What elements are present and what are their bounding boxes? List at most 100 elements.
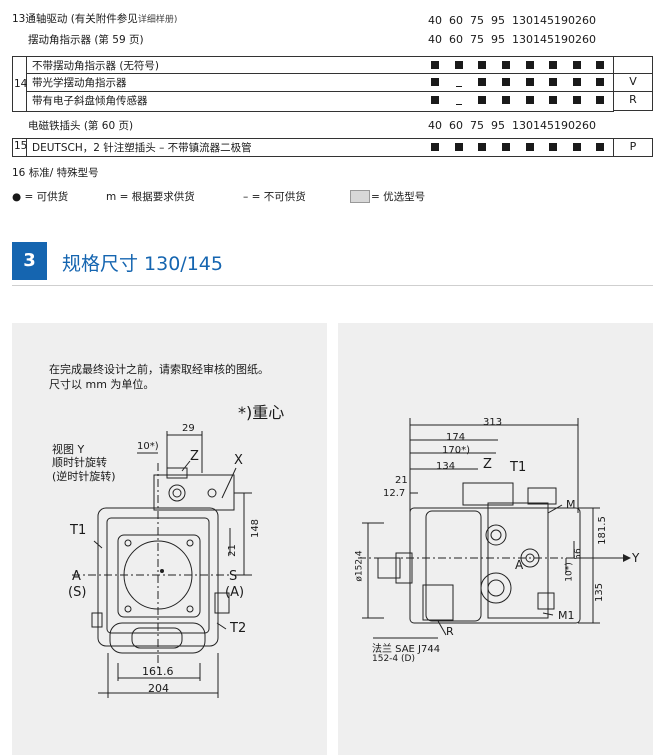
row14-item-electronic: 带有电子斜盘倾角传感器 <box>32 95 148 107</box>
connector-label: 电磁铁插头 (第 60 页) <box>28 120 134 132</box>
dim-204: 204 <box>148 682 169 695</box>
avail-cell <box>526 143 534 151</box>
label-m1: M1 <box>558 609 575 622</box>
avail-cell <box>596 61 604 69</box>
dim-29: 29 <box>182 423 195 434</box>
swash-sizes: 40 60 75 95 130145190260 <box>428 33 596 46</box>
view-y-label: 视图 Y <box>52 443 85 456</box>
avail-cell <box>478 61 486 69</box>
dim-170: 170*) <box>442 445 470 456</box>
avail-cell <box>573 143 581 151</box>
center-of-gravity-label: *)重心 <box>238 403 285 422</box>
side-view-drawing <box>358 418 631 639</box>
row14-number: 14 <box>14 78 28 90</box>
row14-code-none <box>613 56 653 74</box>
legend-preferred: = 优选型号 <box>371 191 426 203</box>
avail-cell <box>478 78 486 86</box>
avail-cell <box>431 61 439 69</box>
avail-cell <box>502 78 510 86</box>
avail-cell <box>455 61 463 69</box>
legend-preferred-swatch <box>350 190 370 203</box>
avail-cell <box>596 78 604 86</box>
dim-135: 135 <box>594 582 606 603</box>
row13-label: 13通轴驱动 (有关附件参见详细样册) <box>12 13 178 25</box>
dim-313: 313 <box>483 417 503 428</box>
avail-cell <box>549 143 557 151</box>
row15-code-p: P <box>613 138 653 157</box>
avail-cell <box>596 143 604 151</box>
label-a-side: A <box>515 558 524 572</box>
row14-item-none: 不带摆动角指示器 (无符号) <box>32 60 160 72</box>
dim-10-side: 10*) <box>564 562 575 582</box>
units-note: 尺寸以 mm 为单位。 <box>49 378 155 391</box>
label-t1-side: T1 <box>510 460 527 475</box>
row13-sizes: 40 60 75 95 130145190260 <box>428 14 596 27</box>
avail-cell <box>431 78 439 86</box>
dim-21: 21 <box>226 544 238 557</box>
avail-cell <box>526 96 534 104</box>
not-avail-dash <box>456 86 462 87</box>
avail-cell <box>431 96 439 104</box>
avail-cell <box>549 78 557 86</box>
label-s: S <box>229 569 238 584</box>
dim-56: 56 <box>573 548 584 560</box>
dim-181-5: 181.5 <box>596 516 608 545</box>
avail-cell <box>596 96 604 104</box>
label-x: X <box>234 453 243 468</box>
avail-cell <box>549 96 557 104</box>
label-y: Y <box>632 551 640 565</box>
label-m: M <box>566 498 576 511</box>
avail-cell <box>478 143 486 151</box>
section-title: 规格尺寸 130/145 <box>62 253 223 275</box>
not-avail-dash <box>456 104 462 105</box>
row15-label: DEUTSCH，2 针注塑插头 – 不带镇流器二极管 <box>32 142 252 154</box>
avail-cell <box>478 96 486 104</box>
section-number: 3 <box>12 242 47 280</box>
row15-number: 15 <box>14 140 28 152</box>
avail-cell <box>573 78 581 86</box>
dim-21-side: 21 <box>395 475 408 486</box>
flange-label-2: 152-4 (D) <box>372 654 415 664</box>
avail-cell <box>549 61 557 69</box>
row14-code-v: V <box>613 73 653 92</box>
label-s-alt: (S) <box>68 585 87 600</box>
avail-cell <box>502 143 510 151</box>
avail-cell <box>431 143 439 151</box>
right-drawing-panel: 313 174 170*) 134 Z T1 21 12.7 M 181.5 5… <box>338 323 653 755</box>
row14-code-r: R <box>613 91 653 111</box>
cog-marker <box>160 569 164 573</box>
approval-note: 在完成最终设计之前，请索取经审核的图纸。 <box>49 363 269 376</box>
dim-10: 10*) <box>137 441 159 452</box>
avail-cell <box>526 61 534 69</box>
dim-161-6: 161.6 <box>142 665 174 678</box>
dim-12-7: 12.7 <box>383 488 406 499</box>
swash-indicator-label: 摆动角指示器 (第 59 页) <box>28 34 144 46</box>
counterclockwise-label: (逆时针旋转) <box>52 470 116 483</box>
legend-not-available: – = 不可供货 <box>243 191 306 203</box>
label-z-side: Z <box>483 457 492 472</box>
dim-174: 174 <box>446 432 466 443</box>
legend-on-request: m = 根据要求供货 <box>106 191 195 203</box>
avail-cell <box>573 96 581 104</box>
avail-cell <box>573 61 581 69</box>
dim-134: 134 <box>436 461 456 472</box>
left-drawing-panel: 在完成最终设计之前，请索取经审核的图纸。 尺寸以 mm 为单位。 *)重心 视图… <box>12 323 327 755</box>
avail-cell <box>502 96 510 104</box>
section-divider <box>12 285 653 286</box>
legend-available: ● = 可供货 <box>12 191 69 203</box>
dim-148: 148 <box>250 518 262 539</box>
avail-cell <box>502 61 510 69</box>
label-t1: T1 <box>70 523 87 538</box>
front-view-drawing <box>72 431 252 698</box>
row16-label: 16 标准/ 特殊型号 <box>12 167 99 179</box>
dim-flange-diameter: ø152.4 <box>354 550 365 582</box>
flange-label-1: 法兰 SAE J744 <box>372 644 441 655</box>
label-a-alt: (A) <box>225 585 245 600</box>
clockwise-label: 顺时针旋转 <box>52 456 107 469</box>
label-r: R <box>446 625 454 638</box>
connector-sizes: 40 60 75 95 130145190260 <box>428 119 596 132</box>
avail-cell <box>455 143 463 151</box>
row14-item-optical: 带光学摆动角指示器 <box>32 77 127 89</box>
avail-cell <box>526 78 534 86</box>
y-direction-arrow <box>623 554 631 562</box>
